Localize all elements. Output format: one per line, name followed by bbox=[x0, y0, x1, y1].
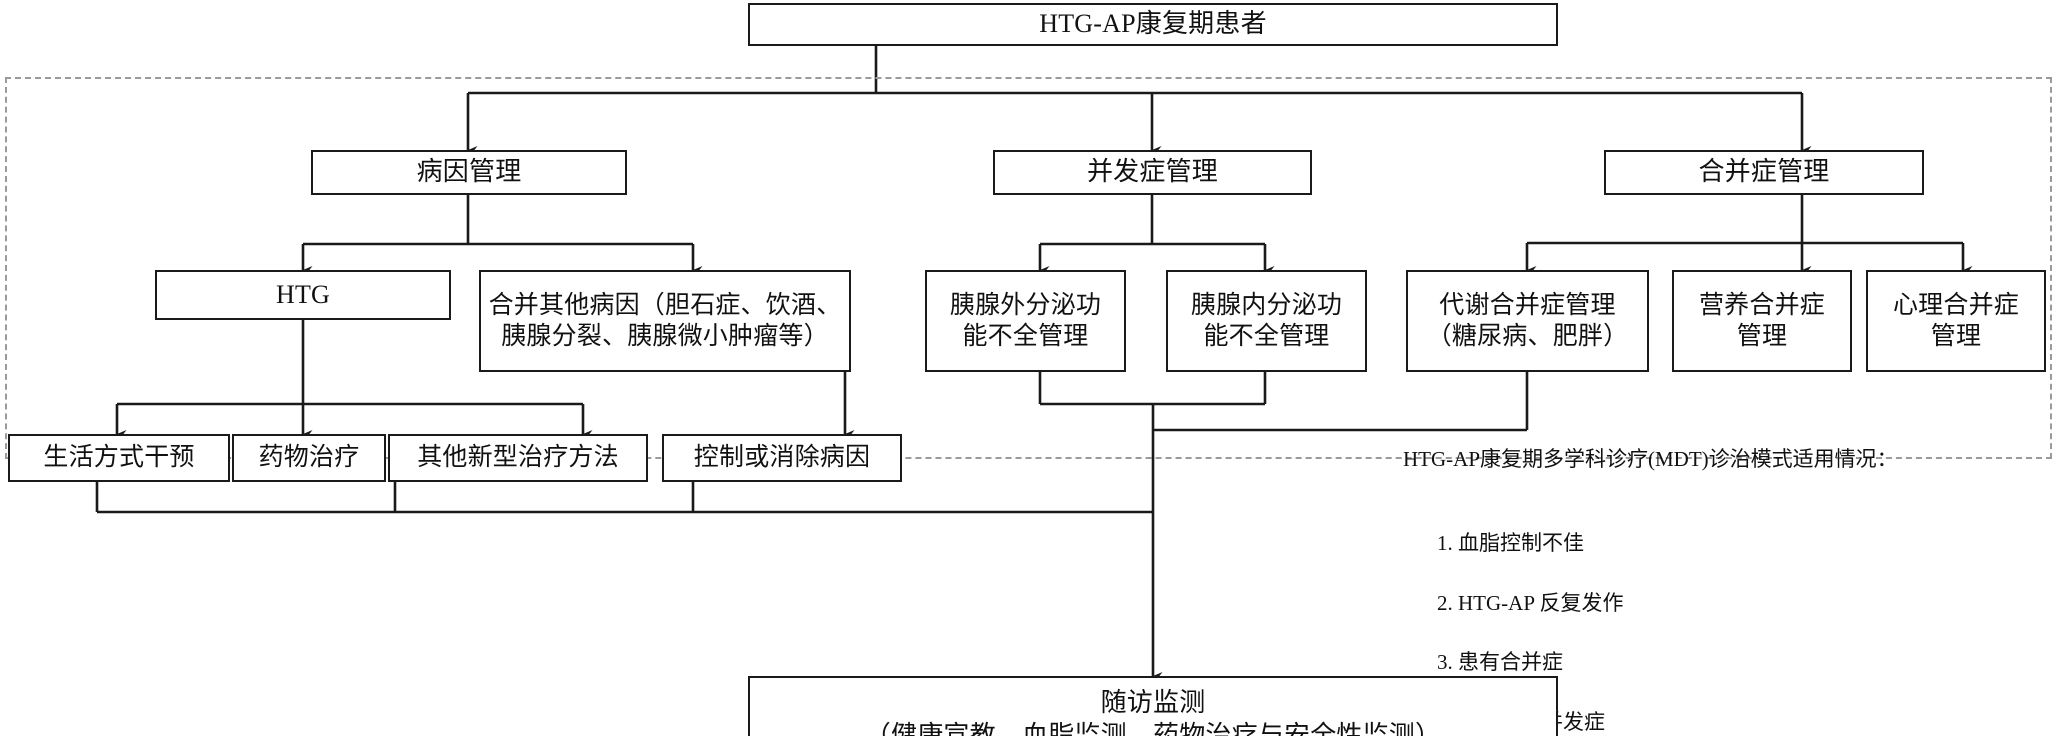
node-other-causes[interactable]: 合并其他病因（胆石症、饮酒、 胰腺分裂、胰腺微小肿瘤等） bbox=[479, 270, 851, 372]
node-control-cause[interactable]: 控制或消除病因 bbox=[662, 434, 902, 482]
node-metabolic-comorbidity[interactable]: 代谢合并症管理 （糖尿病、肥胖） bbox=[1406, 270, 1649, 372]
node-drug-therapy[interactable]: 药物治疗 bbox=[232, 434, 386, 482]
node-comorbidity-management[interactable]: 合并症管理 bbox=[1604, 150, 1924, 195]
mdt-note-item: 3. 患有合并症 bbox=[1437, 650, 1563, 675]
node-complication-management[interactable]: 并发症管理 bbox=[993, 150, 1312, 195]
node-nutrition-comorbidity[interactable]: 营养合并症 管理 bbox=[1672, 270, 1852, 372]
node-endocrine-insufficiency[interactable]: 胰腺内分泌功 能不全管理 bbox=[1166, 270, 1367, 372]
node-psychological-comorbidity[interactable]: 心理合并症 管理 bbox=[1866, 270, 2046, 372]
node-exocrine-insufficiency[interactable]: 胰腺外分泌功 能不全管理 bbox=[925, 270, 1126, 372]
mdt-note-title: HTG-AP康复期多学科诊疗(MDT)诊治模式适用情况： bbox=[1403, 446, 1898, 471]
mdt-note-item: 1. 血脂控制不佳 bbox=[1437, 531, 1584, 556]
mdt-note-item: 2. HTG-AP 反复发作 bbox=[1437, 590, 1624, 615]
node-root[interactable]: HTG-AP康复期患者 bbox=[748, 3, 1558, 46]
node-followup-monitoring[interactable]: 随访监测 （健康宣教、血脂监测、药物治疗与安全性监测） bbox=[748, 676, 1558, 736]
recovery-phase-region bbox=[5, 77, 2052, 459]
node-novel-therapy[interactable]: 其他新型治疗方法 bbox=[388, 434, 648, 482]
node-lifestyle-intervention[interactable]: 生活方式干预 bbox=[8, 434, 230, 482]
node-etiology-management[interactable]: 病因管理 bbox=[311, 150, 627, 195]
node-htg[interactable]: HTG bbox=[155, 270, 451, 320]
